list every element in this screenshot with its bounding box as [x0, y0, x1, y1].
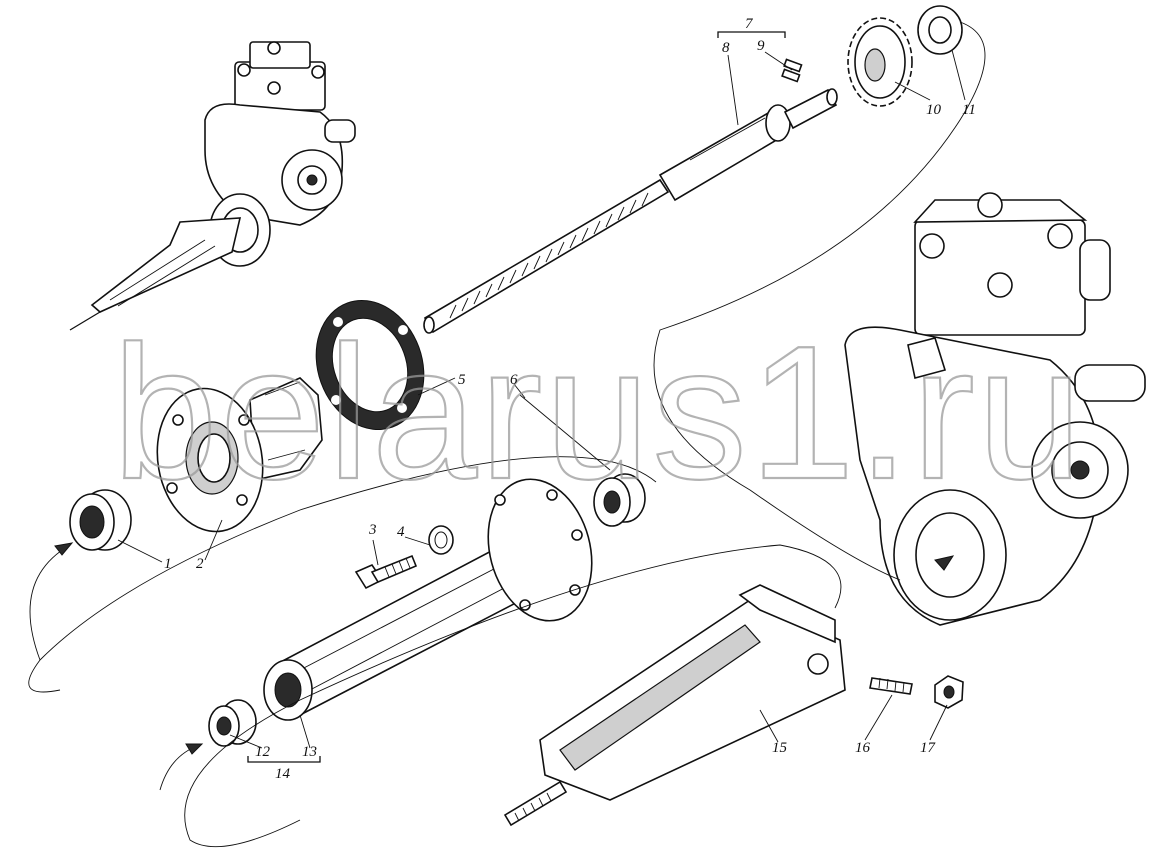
assembled-pump-large — [844, 192, 1146, 626]
key-part-9 — [781, 58, 803, 83]
nut-part-6 — [593, 473, 646, 527]
label-10: 10 — [926, 102, 942, 118]
bracket-7 — [717, 31, 786, 38]
label-6: 6 — [510, 372, 518, 388]
label-11: 11 — [962, 102, 976, 118]
part-labels: 1 2 3 4 5 6 7 8 9 10 11 12 13 14 15 16 1… — [164, 16, 976, 782]
label-8: 8 — [722, 40, 730, 56]
screw-part-16 — [869, 677, 913, 695]
sleeve-part-13 — [263, 478, 593, 721]
bolt-part-3 — [354, 554, 418, 590]
frame-part-15 — [503, 584, 846, 827]
label-13: 13 — [302, 744, 317, 760]
label-16: 16 — [855, 740, 871, 756]
bushing-part-1 — [69, 489, 132, 551]
bushing-part-12 — [208, 699, 257, 747]
label-15: 15 — [772, 740, 788, 756]
label-5: 5 — [458, 372, 466, 388]
label-2: 2 — [196, 556, 204, 572]
assembly-paths — [28, 21, 986, 848]
leader-lines — [117, 49, 966, 763]
label-1: 1 — [164, 556, 172, 572]
label-4: 4 — [397, 524, 405, 540]
assembled-pump-small — [69, 41, 356, 331]
label-17: 17 — [920, 740, 937, 756]
spring-washer-part-4 — [428, 525, 454, 555]
washer-part-11 — [917, 5, 963, 55]
label-7: 7 — [745, 16, 754, 32]
label-9: 9 — [757, 38, 765, 54]
watermark-text: belarus1.ru — [112, 307, 1085, 519]
label-12: 12 — [255, 744, 271, 760]
flange-housing-part-2 — [156, 377, 323, 533]
nut-part-17 — [934, 675, 964, 709]
gear-part-10 — [847, 17, 913, 107]
label-14: 14 — [275, 766, 291, 782]
leadscrew-part-8 — [423, 88, 838, 334]
gasket-part-5 — [315, 299, 425, 431]
label-3: 3 — [368, 522, 377, 538]
